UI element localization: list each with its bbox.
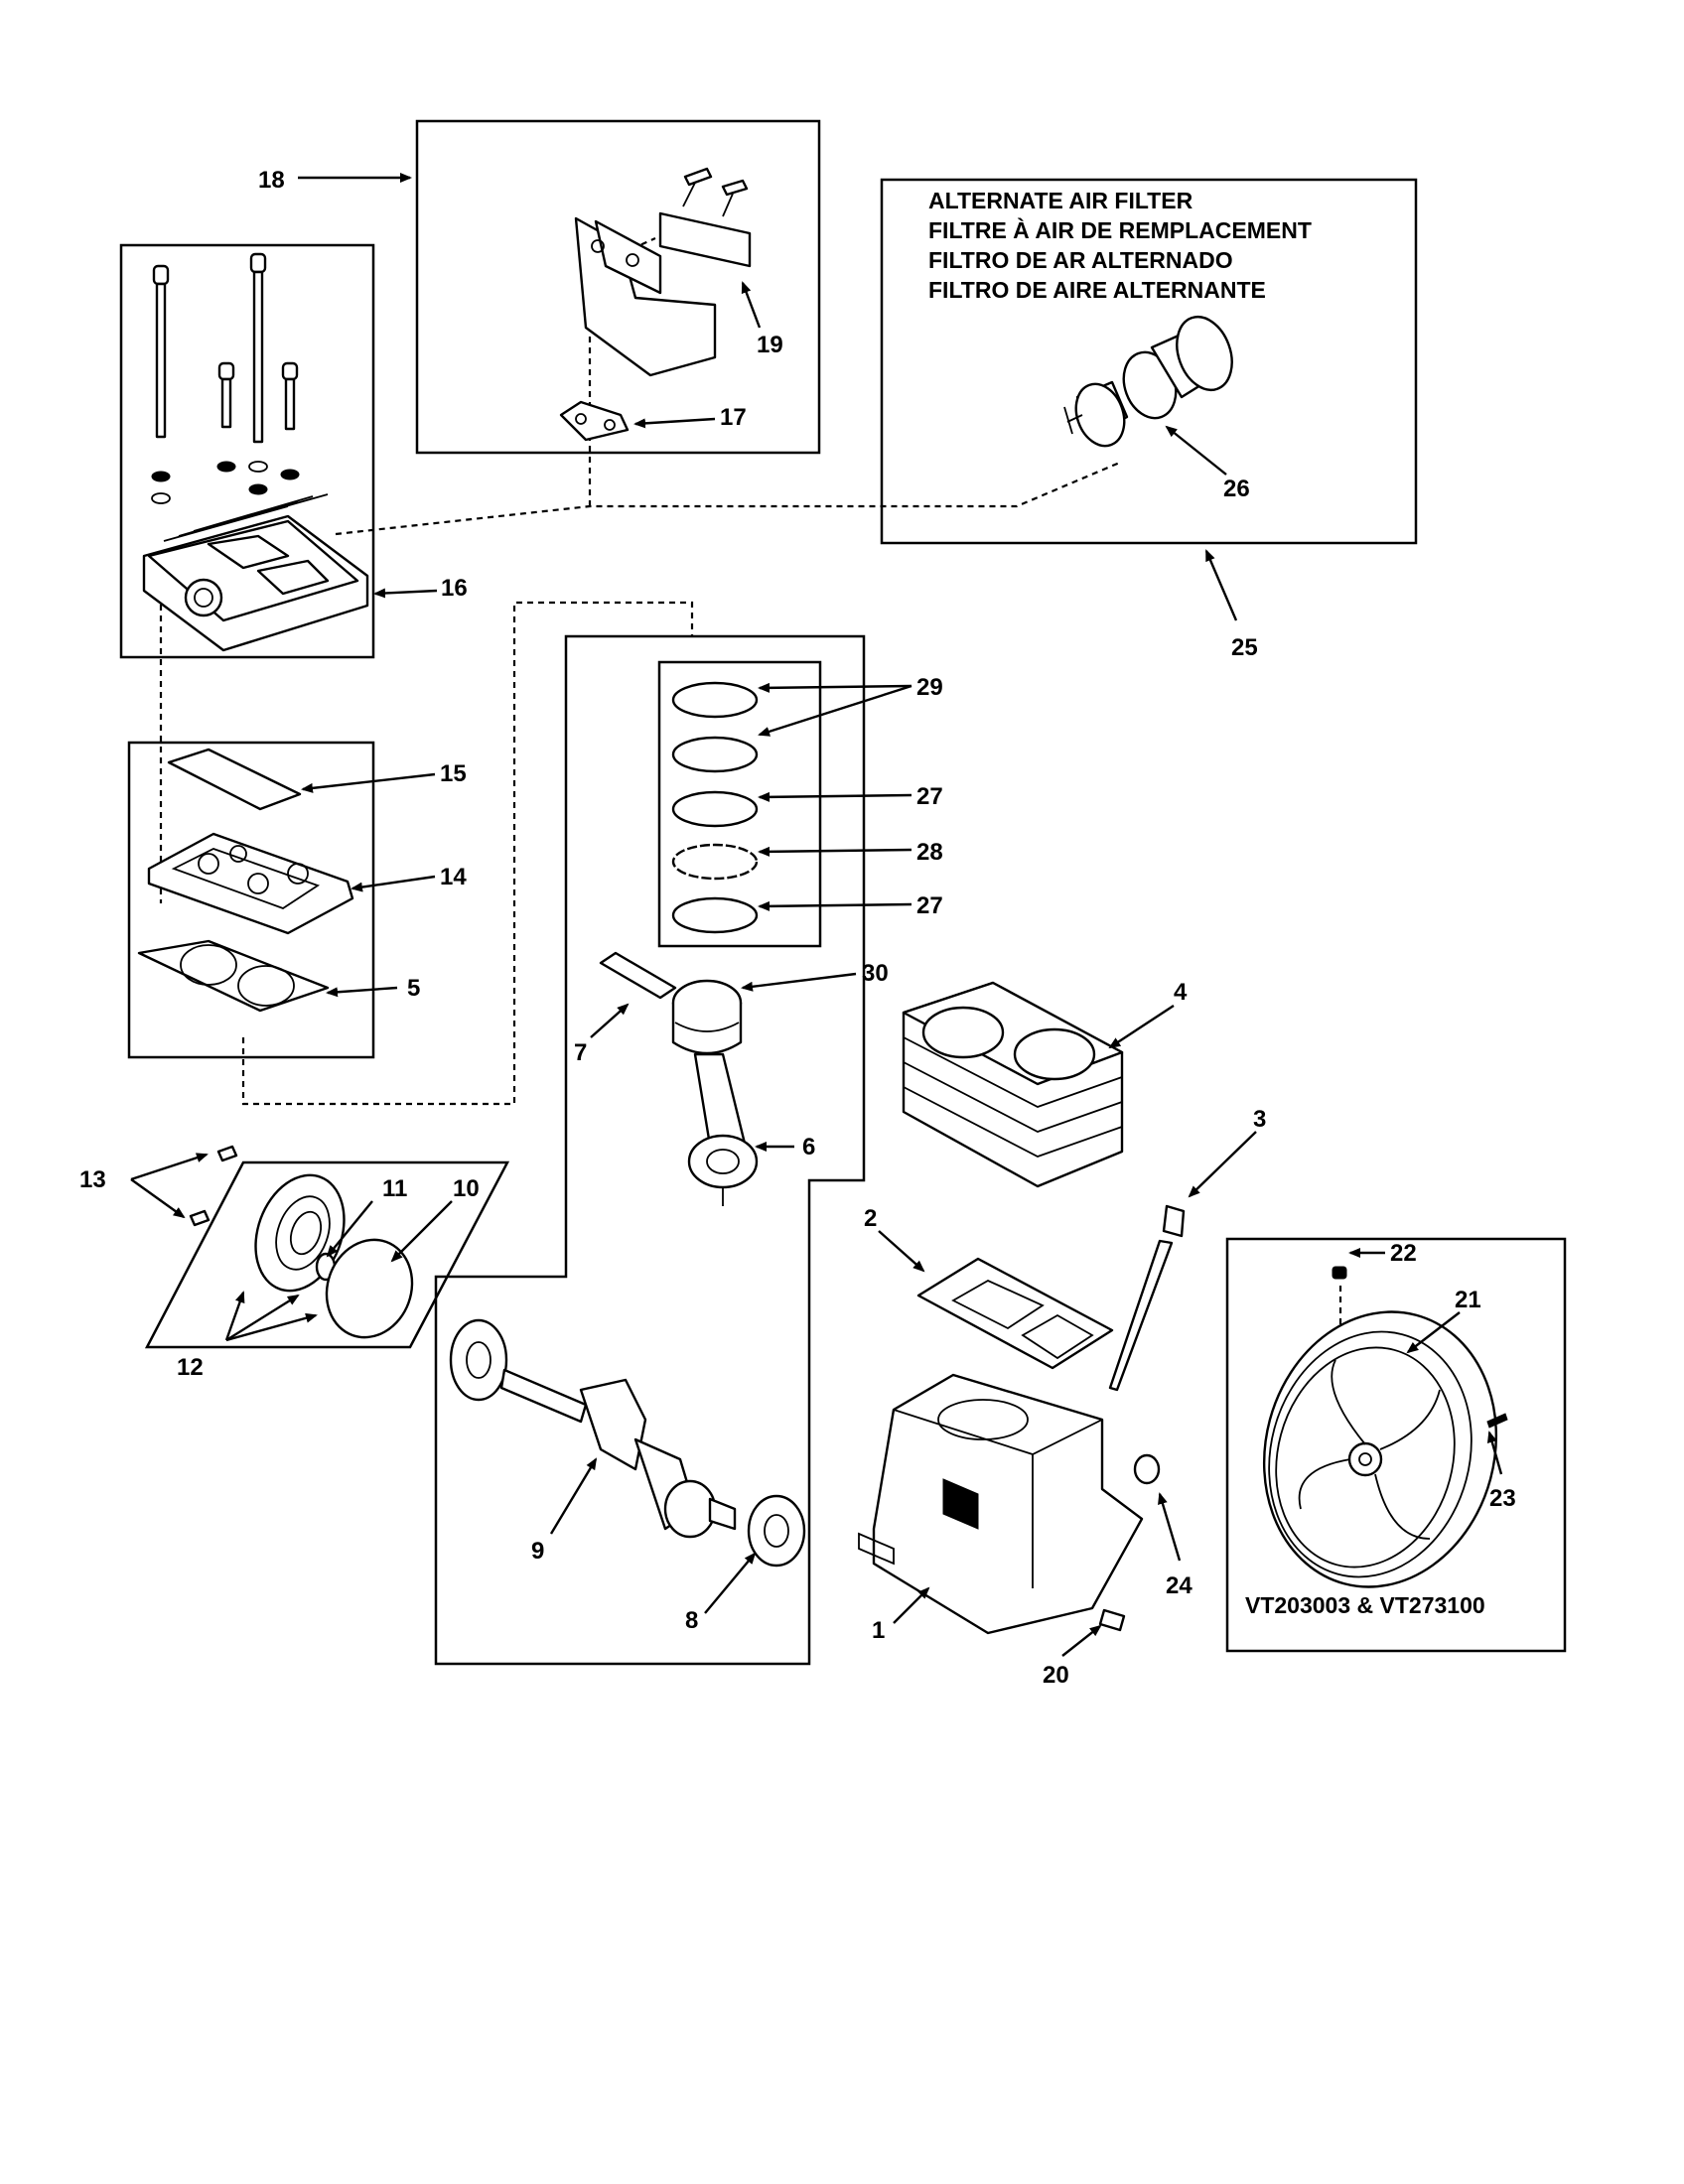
part-label-7: 7 <box>574 1039 587 1066</box>
cylinder-icon <box>902 981 1124 1188</box>
part-label-13: 13 <box>79 1166 106 1193</box>
valve-plate-parts-icon <box>137 748 354 1013</box>
flywheel-box <box>1225 1237 1567 1653</box>
alt-filter-title-en: ALTERNATE AIR FILTER <box>928 188 1193 213</box>
part-label-8: 8 <box>685 1607 698 1634</box>
leader-29b <box>758 684 912 737</box>
leader-9 <box>549 1457 598 1535</box>
dipstick-icon <box>1108 1204 1186 1392</box>
flywheel-icon <box>1262 1266 1508 1588</box>
sight-glass-icon <box>1133 1453 1161 1485</box>
part-label-6: 6 <box>802 1134 815 1160</box>
leader-17 <box>633 417 716 429</box>
part-label-2: 2 <box>864 1205 877 1232</box>
leader-26 <box>1165 425 1227 476</box>
alt-filter-title-pt: FILTRO DE AR ALTERNADO <box>928 247 1233 273</box>
filter-assembly-box <box>415 119 821 455</box>
leader-11 <box>326 1200 373 1258</box>
part-label-28: 28 <box>916 839 943 866</box>
cylinder-gasket-icon <box>916 1257 1114 1370</box>
part-label-3: 3 <box>1253 1106 1266 1133</box>
part-label-25: 25 <box>1231 634 1258 661</box>
part-label-22: 22 <box>1390 1240 1417 1267</box>
part-label-16: 16 <box>441 575 468 602</box>
piston-crankshaft-box <box>434 634 866 1666</box>
leader-24 <box>1158 1492 1182 1562</box>
leader-25 <box>1204 549 1238 621</box>
leader-30 <box>741 972 857 992</box>
alternate-air-filter-box <box>880 178 1418 545</box>
part-label-30: 30 <box>862 960 889 987</box>
connector-line-head-to-filter <box>335 460 1123 536</box>
leader-23 <box>1486 1431 1503 1475</box>
filter-housing-icon <box>559 167 752 442</box>
leader-5 <box>326 986 398 998</box>
alt-filter-title-fr: FILTRE À AIR DE REMPLACEMENT <box>928 216 1312 243</box>
part-label-19: 19 <box>757 332 783 358</box>
leader-10 <box>390 1200 453 1263</box>
leader-20 <box>1061 1624 1102 1657</box>
leader-12a <box>224 1291 245 1341</box>
part-label-24: 24 <box>1166 1572 1193 1599</box>
part-label-15: 15 <box>440 760 467 787</box>
part-label-23: 23 <box>1489 1485 1516 1512</box>
leader-13b <box>130 1178 186 1219</box>
leader-14 <box>351 875 436 892</box>
valve-plate-box <box>127 741 375 1059</box>
part-label-27a: 27 <box>916 783 943 810</box>
leader-2 <box>878 1230 925 1273</box>
part-label-29: 29 <box>916 674 943 701</box>
leader-21 <box>1406 1311 1461 1354</box>
leader-8 <box>704 1552 757 1614</box>
leader-12c <box>225 1312 318 1342</box>
cylinder-head-icon <box>142 493 369 652</box>
part-label-20: 20 <box>1043 1662 1069 1689</box>
leader-1 <box>893 1586 930 1624</box>
piston-rings-icon <box>671 681 759 934</box>
part-label-5: 5 <box>407 975 420 1002</box>
leader-15 <box>301 772 436 793</box>
leader-7 <box>590 1003 630 1038</box>
piston-rod-icon <box>599 951 759 1206</box>
leader-27b <box>758 900 912 911</box>
leader-16 <box>373 588 438 599</box>
bearing-carrier-box <box>144 1160 510 1349</box>
part-label-18: 18 <box>258 167 285 194</box>
leader-4 <box>1108 1004 1175 1049</box>
part-label-14: 14 <box>440 864 467 890</box>
leader-19 <box>741 281 762 329</box>
part-label-26: 26 <box>1223 476 1250 502</box>
part-label-12: 12 <box>177 1354 204 1381</box>
leader-29a <box>758 682 912 693</box>
part-label-10: 10 <box>453 1175 480 1202</box>
part-label-21: 21 <box>1455 1287 1481 1313</box>
cylinder-head-box <box>119 243 375 659</box>
head-bolts-icon <box>151 252 300 504</box>
leader-27a <box>758 791 912 802</box>
part-label-9: 9 <box>531 1538 544 1565</box>
connector-line-plate-to-rings <box>241 601 694 1106</box>
crankshaft-icon <box>449 1318 806 1568</box>
leader-12b <box>225 1294 300 1342</box>
flywheel-models-label: VT203003 & VT273100 <box>1245 1592 1485 1618</box>
part-label-4: 4 <box>1174 979 1188 1006</box>
alt-filter-title-es: FILTRO DE AIRE ALTERNANTE <box>928 277 1266 303</box>
part-label-17: 17 <box>720 404 747 431</box>
part-label-11: 11 <box>382 1175 407 1202</box>
leader-28 <box>758 846 912 857</box>
piston-rings-box <box>657 660 822 948</box>
part-label-27b: 27 <box>916 892 943 919</box>
bearing-carrier-icon <box>189 1145 414 1339</box>
leader-3 <box>1188 1131 1257 1198</box>
crankcase-icon <box>858 1373 1144 1635</box>
alternate-air-filter-icon <box>1063 316 1233 448</box>
part-label-1: 1 <box>872 1617 885 1644</box>
leader-13a <box>130 1153 209 1181</box>
drain-plug-icon <box>1098 1608 1126 1632</box>
